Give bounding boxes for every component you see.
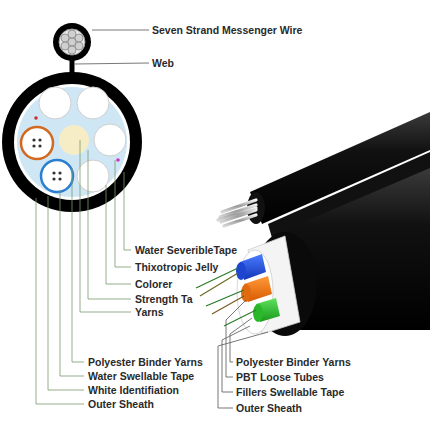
part-label: Yarns xyxy=(135,306,164,318)
part-label: Fillers Swellable Tape xyxy=(236,386,344,398)
part-label: Outer Sheath xyxy=(88,398,154,410)
part-label: Outer Sheath xyxy=(236,402,302,414)
part-label: Polyester Binder Yarns xyxy=(88,356,203,368)
part-label: Thixotropic Jelly xyxy=(135,261,218,273)
part-label: Strength Ta xyxy=(135,293,193,305)
part-label: Seven Strand Messenger Wire xyxy=(152,24,302,36)
part-label: Colorer xyxy=(135,278,172,290)
part-label: Water SeveribleTape xyxy=(135,244,237,256)
part-label: Polyester Binder Yarns xyxy=(236,356,351,368)
part-label: Web xyxy=(152,57,174,69)
part-label: PBT Loose Tubes xyxy=(236,371,324,383)
part-label: White Identifiation xyxy=(88,384,179,396)
part-label: Water Swellable Tape xyxy=(88,370,194,382)
